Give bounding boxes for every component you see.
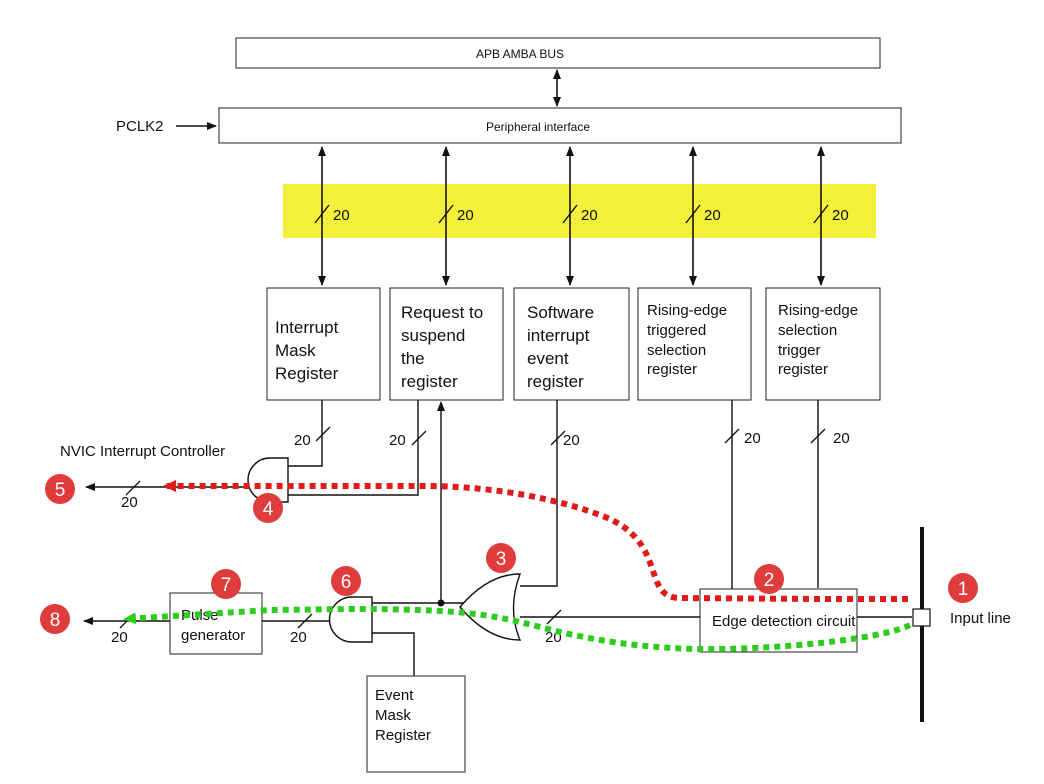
event-signal-path: [123, 605, 912, 653]
bus-width-label-4: 20: [704, 207, 721, 224]
mask-width-label: 20: [294, 432, 311, 449]
badge-6: 6: [331, 566, 361, 596]
highlight-band: [283, 184, 876, 238]
event-and-gate: [328, 596, 373, 643]
nvic-width-label: 20: [121, 494, 138, 511]
bus-width-label-3: 20: [581, 207, 598, 224]
wiring: [83, 400, 912, 676]
svg-text:1: 1: [958, 579, 969, 600]
interrupt-mask-register-box: [266, 287, 381, 401]
bus-width-label-1: 20: [333, 207, 350, 224]
badge-4: 4: [253, 493, 283, 523]
event-mask-register-label: Event Mask Register: [375, 687, 431, 744]
rising-edge-trigger-register-label: Rising-edge selection trigger register: [778, 302, 862, 378]
pulse-output-width-label: 20: [111, 629, 128, 646]
pulse-generator-box: [169, 592, 263, 655]
svg-text:4: 4: [263, 499, 274, 520]
nvic-label: NVIC Interrupt Controller: [60, 443, 225, 460]
input-line-label: Input line: [950, 610, 1011, 627]
software-interrupt-register-label: Software interrupt event register: [527, 303, 599, 391]
rising-edge-trigger-register-box: [765, 287, 881, 401]
rising-trigger-width-label: 20: [833, 430, 850, 447]
rising-selection-width-label: 20: [744, 430, 761, 447]
peripheral-interface-box: [218, 107, 902, 144]
rising-edge-selection-register-label: Rising-edge triggered selection register: [647, 302, 731, 378]
event-mask-register-box: [366, 675, 466, 773]
svg-text:6: 6: [341, 572, 352, 593]
svg-text:8: 8: [50, 610, 61, 631]
bus-width-label-5: 20: [832, 207, 849, 224]
software-to-or-gate-wire: [520, 400, 558, 587]
pending-request-register-label: Request to suspend the register: [401, 303, 488, 391]
pending-width-label: 20: [389, 432, 406, 449]
badge-8: 8: [40, 604, 70, 634]
edge-detection-circuit-label: Edge detection circuit: [712, 613, 856, 630]
badge-5: 5: [45, 474, 75, 504]
pending-request-register-box: [389, 287, 504, 401]
or-gate: [459, 573, 522, 641]
badge-3: 3: [486, 543, 516, 573]
event-mask-to-gate-wire: [372, 632, 415, 676]
apb-bus-label: APB AMBA BUS: [476, 47, 564, 61]
pending-to-and-gate-wire: [288, 400, 419, 496]
software-width-label: 20: [563, 432, 580, 449]
svg-text:2: 2: [764, 570, 775, 591]
svg-text:7: 7: [221, 575, 232, 596]
junction-dot: [437, 599, 445, 607]
mask-to-and-gate-wire: [288, 400, 323, 467]
register-bus-arrows: [318, 146, 825, 286]
input-pin: [912, 608, 931, 627]
interrupt-signal-path: [163, 480, 908, 602]
bus-width-marks: [314, 204, 829, 224]
apb-bus-box: [235, 37, 881, 69]
step-badges: 1 2 3 4 5 6 7 8: [40, 474, 978, 634]
pclk2-label: PCLK2: [116, 118, 164, 135]
badge-1: 1: [948, 573, 978, 603]
svg-text:3: 3: [496, 549, 507, 570]
badge-2: 2: [754, 564, 784, 594]
software-interrupt-register-box: [513, 287, 630, 401]
bus-width-label-2: 20: [457, 207, 474, 224]
rising-edge-selection-register-box: [637, 287, 752, 401]
badge-7: 7: [211, 569, 241, 599]
peripheral-interface-label: Peripheral interface: [486, 120, 590, 134]
gate-output-width-label: 20: [290, 629, 307, 646]
svg-text:5: 5: [55, 480, 66, 501]
interrupt-mask-register-label: Interrupt Mask Register: [275, 318, 343, 383]
